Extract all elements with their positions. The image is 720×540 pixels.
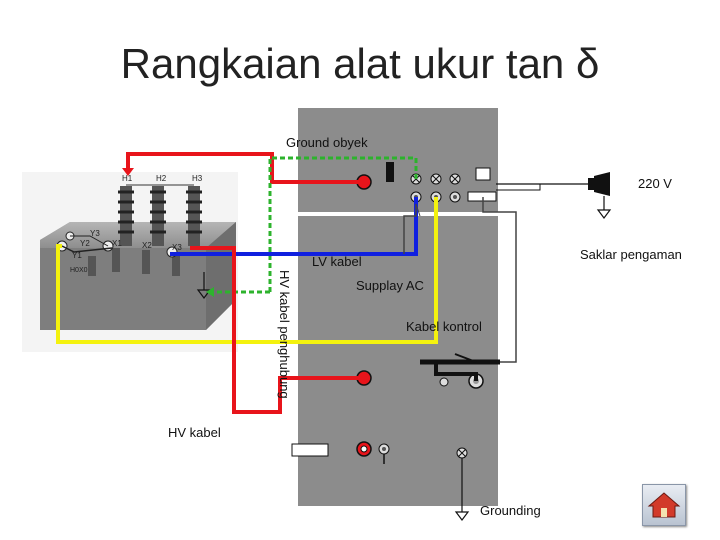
hv-bushing-h3	[186, 186, 202, 246]
upper-x-terminals	[410, 173, 461, 185]
transformer-picture: H1 H2 H3 X1 X2 X3 Y3 Y2 Y1 H0X0	[22, 172, 238, 352]
label-hv-kabel-penghubung: HV kabel penghubung	[277, 270, 292, 399]
terminal-y1-label: Y1	[72, 251, 82, 260]
hv-bushing-h1	[118, 186, 134, 246]
upper-display	[475, 167, 491, 181]
upper-instrument-box	[298, 108, 498, 212]
green-ground-cable	[268, 156, 418, 292]
home-button[interactable]	[642, 484, 686, 526]
lower-small-terminal	[439, 377, 449, 387]
label-grounding: Grounding	[480, 503, 541, 518]
supply-ac-wire	[482, 197, 517, 363]
slide-title: Rangkaian alat ukur tan δ	[120, 40, 600, 87]
upper-socket	[467, 191, 497, 202]
terminal-h1-label: H1	[122, 174, 133, 183]
label-lv-kabel: LV kabel	[312, 254, 362, 269]
label-ground: Ground obyek	[286, 135, 368, 150]
terminal-x2-label: X2	[142, 241, 152, 250]
hv-cable-connector	[291, 443, 329, 457]
grounding-symbol-icon	[454, 458, 470, 521]
red-cable-top	[126, 152, 364, 184]
label-220v: 220 V	[638, 176, 672, 191]
terminal-y2-label: Y2	[80, 239, 90, 248]
label-kabel-kontrol: Kabel kontrol	[406, 319, 482, 334]
home-icon	[647, 492, 681, 518]
lower-instrument-box	[291, 358, 498, 506]
ground-symbol-icon	[196, 272, 212, 299]
mains-wire	[496, 183, 541, 191]
label-ground-obyek: Ground obyek	[286, 135, 368, 150]
terminal-h3-label: H3	[192, 174, 203, 183]
plug-ground-icon	[596, 196, 612, 219]
red-hv-cable	[190, 246, 364, 414]
yellow-control-cable	[56, 197, 438, 344]
black-control-cable	[434, 360, 478, 381]
terminal-h0x0-label: H0X0	[70, 267, 88, 274]
terminal-x3-label: X3	[172, 243, 182, 252]
terminal-h2-label: H2	[156, 174, 167, 183]
terminal-x1-label: X1	[112, 239, 122, 248]
label-hv-kabel: HV kabel	[168, 425, 221, 440]
terminal-y3-label: Y3	[90, 229, 100, 238]
label-supplay-ac: Supplay AC	[356, 278, 424, 293]
hv-bushing-h2	[150, 186, 166, 246]
label-saklar: Saklar pengaman	[580, 247, 682, 262]
upper-switch	[386, 162, 394, 182]
